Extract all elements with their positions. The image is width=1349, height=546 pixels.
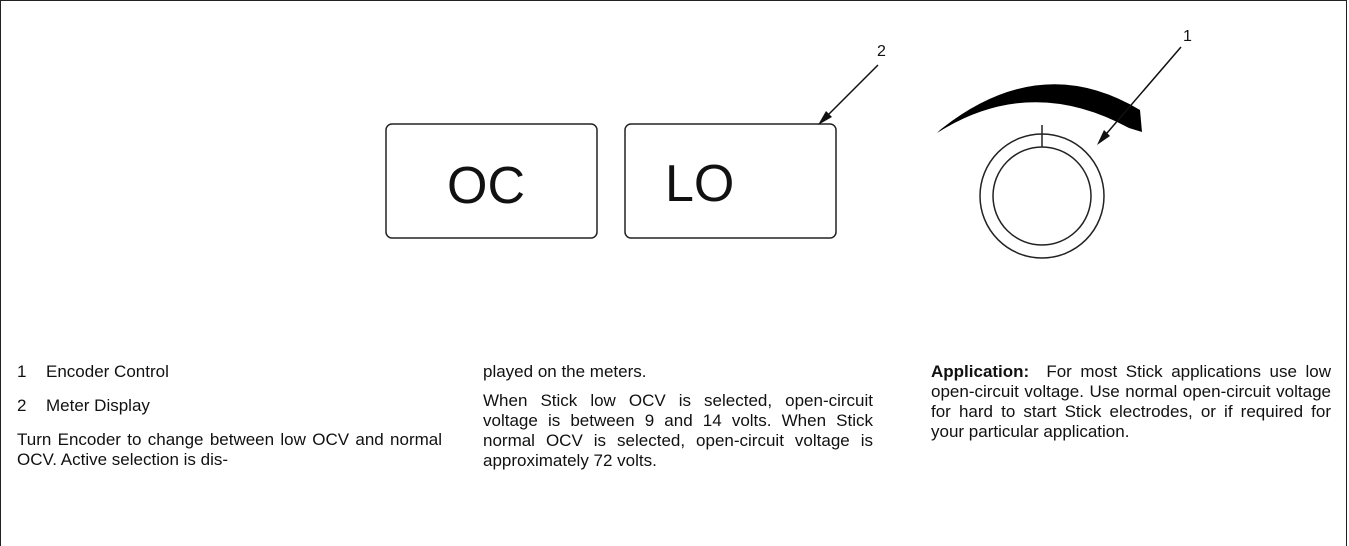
column-1: 1 Encoder Control 2 Meter Display Turn E… [17, 362, 449, 479]
legend-item-2: 2 Meter Display [17, 396, 449, 416]
instruction-text: Turn Encoder to change between low OCV a… [17, 430, 442, 469]
display-box-right [624, 123, 837, 239]
column-3: Application: For most Stick applications… [931, 362, 1331, 451]
legend-number: 1 [17, 362, 27, 381]
application-label: Application: [931, 362, 1030, 381]
display-right-text: LO [665, 155, 735, 213]
column-2: played on the meters. When Stick low OCV… [483, 362, 873, 480]
callout-2-leader [819, 64, 879, 124]
application-text: For most Stick applications use low open… [931, 362, 1331, 441]
callout-2-arrowhead [818, 111, 832, 125]
callout-1-label: 1 [1183, 28, 1192, 45]
ocv-voltage-text: When Stick low OCV is selected, open-cir… [483, 391, 873, 470]
encoder-arc [937, 84, 1142, 133]
continuation-text: played on the meters. [483, 362, 647, 381]
callout-2-label: 2 [877, 43, 886, 60]
legend-label: Meter Display [46, 396, 150, 415]
display-box-left [385, 123, 598, 239]
callout-1-arrowhead [1097, 130, 1110, 145]
legend-item-1: 1 Encoder Control [17, 362, 449, 382]
callout-1-leader [1100, 46, 1182, 141]
legend-label: Encoder Control [46, 362, 169, 381]
legend-number: 2 [17, 396, 27, 415]
encoder-knob-inner [992, 146, 1092, 246]
application-note: Application: For most Stick applications… [931, 362, 1331, 442]
display-left-text: OC [447, 157, 525, 215]
